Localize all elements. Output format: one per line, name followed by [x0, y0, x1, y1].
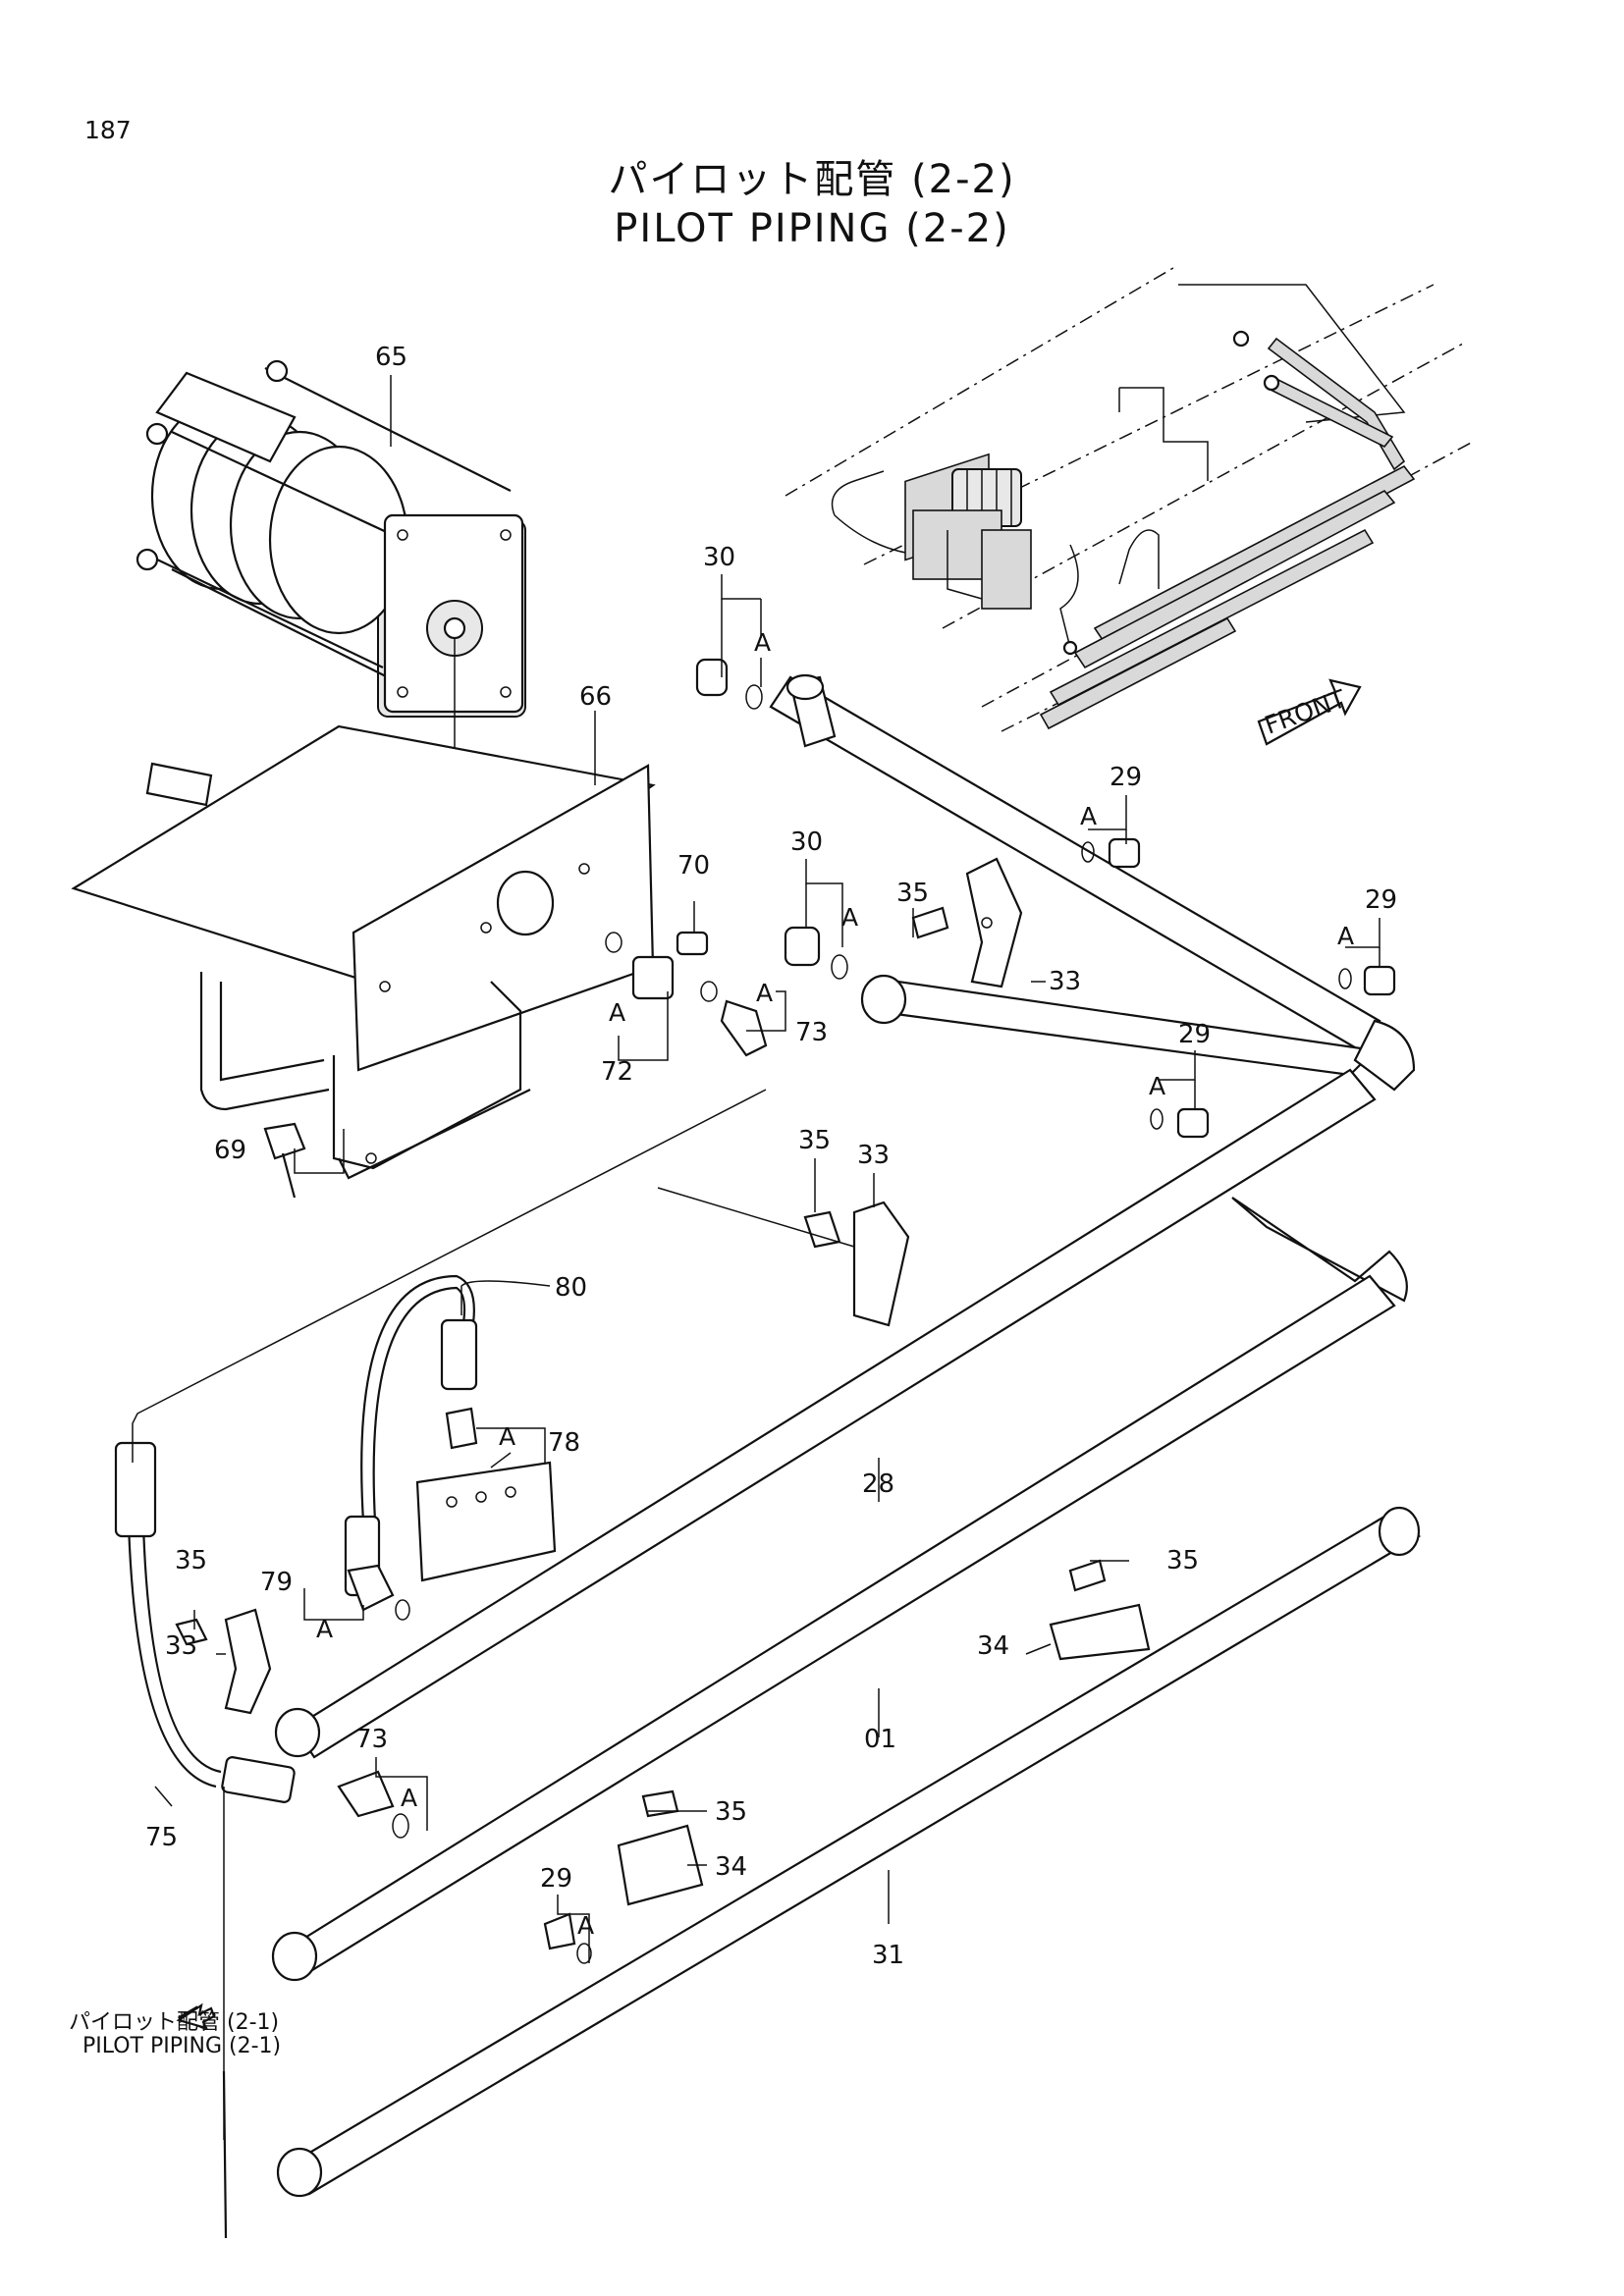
callout-70: 70 [677, 851, 710, 881]
reference-english: PILOT PIPING (2-1) [82, 2034, 282, 2058]
inset-hoses [1039, 330, 1416, 730]
fittings-lower [114, 1274, 1151, 2239]
callout-29-upper: 29 [1110, 763, 1142, 792]
callout-35-lower: 35 [715, 1797, 747, 1827]
seal-a-2: A [841, 903, 858, 932]
seal-a-10: A [401, 1784, 417, 1812]
title-english: PILOT PIPING (2-2) [614, 206, 1010, 251]
machine-inset-view: FRONT [785, 264, 1474, 746]
callout-80: 80 [555, 1273, 587, 1303]
callout-29-lower: 29 [540, 1864, 572, 1894]
callout-30-mid: 30 [790, 828, 823, 857]
callout-33-mid: 33 [857, 1141, 890, 1170]
part-66-bracket [71, 724, 656, 1180]
callout-73-upper: 73 [795, 1018, 828, 1047]
callout-65: 65 [375, 343, 407, 372]
callout-29-mid: 29 [1178, 1020, 1211, 1049]
callout-35-mid: 35 [798, 1126, 831, 1155]
callout-33-upper: 33 [1049, 967, 1081, 996]
callout-30-upper: 30 [703, 543, 735, 572]
seal-a-7: A [1149, 1072, 1165, 1100]
callout-78: 78 [548, 1428, 580, 1458]
callout-69: 69 [214, 1136, 246, 1165]
seal-a-4: A [756, 979, 773, 1007]
pipe-assembly [271, 673, 1422, 2198]
callout-01: 01 [864, 1725, 896, 1754]
seal-a-11: A [577, 1911, 594, 1940]
reference-arrow-icon [176, 2002, 216, 2030]
inset-valve-block [912, 468, 1032, 610]
part-65-valve-stack [135, 359, 526, 854]
title-japanese: パイロット配管 (2-2) [608, 157, 1016, 202]
seal-a-9: A [316, 1615, 333, 1643]
callout-29-right: 29 [1365, 885, 1397, 915]
reference-japanese: パイロット配管 (2-1) [69, 2010, 280, 2035]
seal-a-3: A [609, 998, 625, 1027]
seal-a-6: A [1337, 922, 1354, 950]
callout-35-upper: 35 [896, 879, 929, 908]
fittings-upper [263, 658, 1396, 1327]
front-label: FRONT [1261, 684, 1350, 740]
seal-a-5: A [1080, 802, 1097, 830]
callout-72: 72 [601, 1057, 633, 1087]
callout-73-lower: 73 [355, 1725, 388, 1754]
callout-31: 31 [872, 1941, 904, 1970]
callout-34-right: 34 [977, 1631, 1009, 1661]
callout-79: 79 [260, 1568, 293, 1597]
callout-75: 75 [145, 1823, 178, 1852]
page-number: 187 [84, 116, 132, 144]
seal-markers: A A A A A A A A A A A [316, 628, 1354, 1940]
front-arrow-icon: FRONT [1257, 678, 1362, 746]
callout-34-lower: 34 [715, 1852, 747, 1882]
callout-33-left: 33 [165, 1631, 197, 1661]
callout-66: 66 [579, 682, 612, 712]
callout-28: 28 [862, 1469, 894, 1499]
seal-a-8: A [499, 1422, 515, 1451]
leader-lines [132, 375, 1380, 2140]
seal-a-1: A [754, 628, 771, 657]
part-callouts: 65 66 30 30 70 35 33 73 72 29 29 29 69 3… [145, 343, 1397, 1970]
callout-35-right: 35 [1166, 1546, 1199, 1575]
callout-35-left: 35 [175, 1546, 207, 1575]
